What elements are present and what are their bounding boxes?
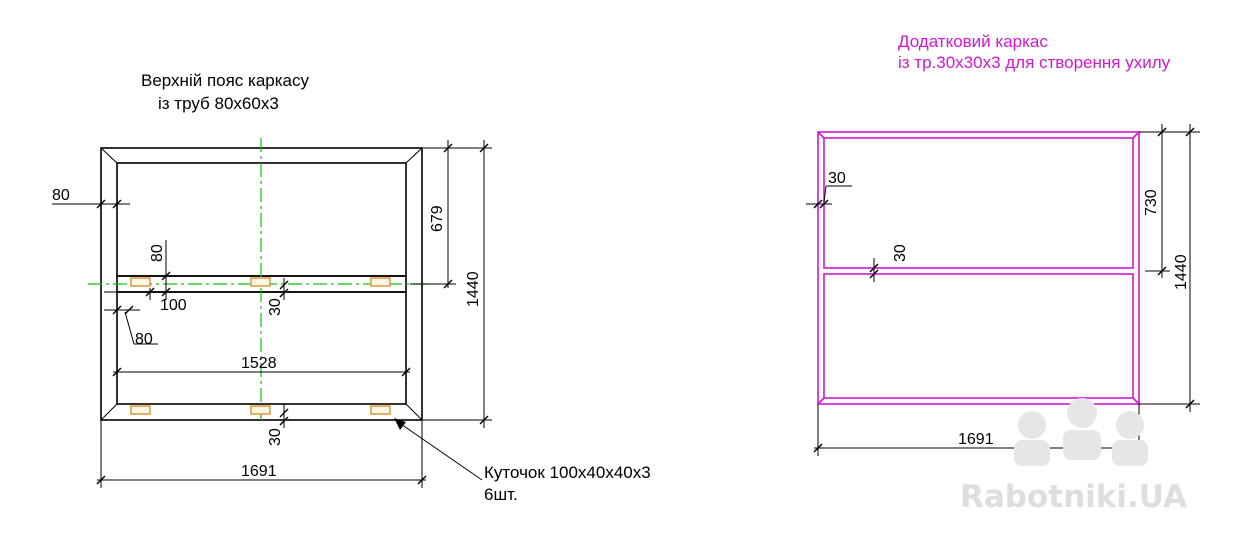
right-miter-tr: [1132, 131, 1140, 139]
dim-30-top: 30: [806, 170, 852, 209]
dim-30-bottom-label: 30: [267, 428, 284, 446]
dim-1440-left: 1440: [422, 140, 492, 428]
dim-80-left-label: 80: [52, 187, 70, 204]
watermark: Rabotniki.UA: [960, 398, 1187, 515]
workers-logo-icon: [1014, 398, 1148, 466]
left-miter-br: [405, 403, 423, 421]
dim-30-top-label: 30: [828, 170, 846, 187]
bracket-note: Куточок 100х40х40х3 6шт.: [394, 418, 651, 504]
right-title-line2: із тр.30х30х3 для створення ухилу: [898, 53, 1171, 72]
dim-30-mid-label: 30: [267, 298, 284, 316]
dim-100-label: 100: [160, 297, 187, 314]
dim-1691-left: 1691: [96, 420, 427, 488]
dim-30-right-mid-label: 30: [892, 244, 909, 262]
right-miter-br: [1132, 397, 1140, 405]
angle-bracket: [370, 405, 391, 415]
dim-30-right-mid: 30: [869, 244, 909, 282]
dim-1440-right-label: 1440: [1173, 254, 1190, 290]
dim-730: 730: [1139, 124, 1170, 278]
angle-bracket: [130, 277, 151, 287]
dim-80-diag: 80: [104, 305, 158, 348]
left-miter-tr: [405, 147, 423, 164]
dim-1691-right-label: 1691: [958, 431, 994, 448]
left-frame-drawing: Верхній пояс каркасу із труб 80х60х3 80: [52, 71, 651, 504]
dim-1691-left-label: 1691: [241, 463, 277, 480]
dim-679: 679: [410, 140, 456, 289]
dim-730-label: 730: [1143, 189, 1160, 216]
dim-1440-left-label: 1440: [465, 271, 482, 307]
angle-bracket: [250, 277, 271, 287]
right-title-line1: Додатковий каркас: [898, 32, 1048, 51]
angle-bracket: [370, 277, 391, 287]
left-miter-bl: [100, 403, 118, 421]
left-title-line1: Верхній пояс каркасу: [141, 71, 310, 90]
left-miter-tl: [100, 147, 118, 164]
note-line1: Куточок 100х40х40х3: [484, 463, 651, 482]
note-line2: 6шт.: [484, 485, 518, 504]
right-outer-frame: [817, 131, 1140, 405]
right-inner-bottom-panel: [823, 273, 1134, 399]
dim-80-left: 80: [52, 187, 130, 209]
dim-80-diag-label: 80: [135, 331, 153, 348]
angle-bracket: [250, 405, 271, 415]
dim-80-vertical: 80: [149, 240, 171, 300]
dim-679-label: 679: [429, 205, 446, 232]
angle-bracket: [130, 405, 151, 415]
right-inner-top-panel: [823, 137, 1134, 269]
left-title-line2: із труб 80х60х3: [158, 94, 279, 113]
leader-arrow: [394, 418, 406, 430]
right-miter-tl: [817, 131, 825, 139]
dim-1440-right: 1440: [1139, 124, 1200, 412]
right-miter-bl: [817, 397, 825, 405]
dim-30-mid: 30: [267, 278, 289, 316]
watermark-text: Rabotniki.UA: [960, 479, 1187, 515]
dim-80-vertical-label: 80: [149, 244, 166, 262]
dim-1528: 1528: [112, 355, 411, 377]
dim-30-bottom: 30: [267, 404, 289, 446]
dim-1528-label: 1528: [241, 355, 277, 372]
right-frame-drawing: Додатковий каркас із тр.30х30х3 для ство…: [806, 32, 1200, 456]
dim-100: 100: [104, 287, 194, 314]
